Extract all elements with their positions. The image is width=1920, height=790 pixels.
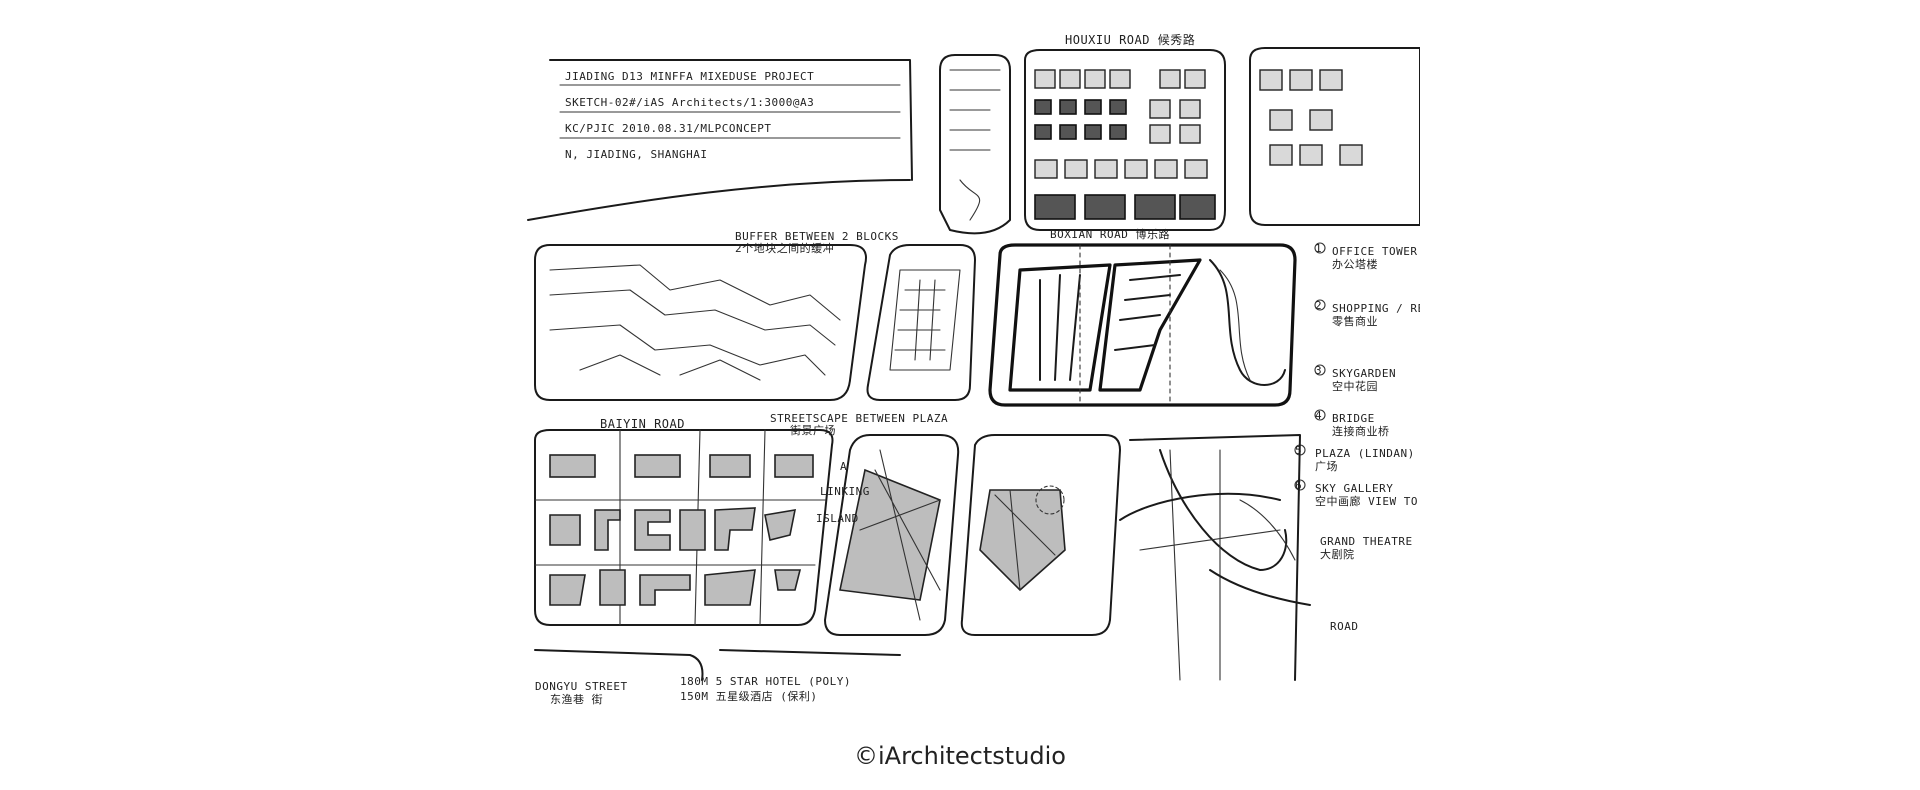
legend-num-5: 5 <box>1295 444 1302 457</box>
legend-num-2: 2 <box>1315 299 1322 312</box>
header-line-1: JIADING D13 MINFFA MIXEDUSE PROJECT <box>565 70 814 83</box>
legend-label-cn-2: 零售商业 <box>1332 314 1378 328</box>
legend-label-cn-7: 大剧院 <box>1320 547 1355 561</box>
legend-num-4: 4 <box>1315 409 1322 422</box>
legend-label-1: OFFICE TOWER <box>1332 245 1417 258</box>
bottom-right-area <box>1119 434 1311 681</box>
middle-left-block: BUFFER BETWEEN 2 BLOCKS 2个地块之间的缓冲 <box>534 230 899 401</box>
top-housing-grid <box>1034 69 1216 220</box>
legend-num-3: 3 <box>1315 364 1322 377</box>
buffer-label-cn: 2个地块之间的缓冲 <box>735 241 834 255</box>
buffer-label: BUFFER BETWEEN 2 BLOCKS <box>735 230 899 243</box>
side-note-a: A <box>840 460 847 473</box>
legend-label-6: SKY GALLERY <box>1315 482 1393 495</box>
legend-label-cn-3: 空中花园 <box>1332 379 1378 393</box>
legend-label-2: SHOPPING / RETAIL <box>1332 302 1420 315</box>
streetscape-label: STREETSCAPE BETWEEN PLAZA <box>770 412 948 425</box>
bottom-annotations: DONGYU STREET 东渔巷 街 180M 5 STAR HOTEL (P… <box>535 675 851 706</box>
bottom-street-label-cn: 东渔巷 街 <box>550 692 603 706</box>
legend-label-cn-6: 空中画廊 VIEW TO <box>1315 494 1418 508</box>
legend-label-4: BRIDGE <box>1332 412 1375 425</box>
legend-label-5: PLAZA (LINDAN) <box>1315 447 1415 460</box>
legend-label-7: GRAND THEATRE <box>1320 535 1413 548</box>
legend-label-8: ROAD <box>1330 620 1359 633</box>
legend-label-cn-5: 广场 <box>1315 459 1338 473</box>
header-line-3: KC/PJIC 2010.08.31/MLPCONCEPT <box>565 122 772 135</box>
middle-center-block <box>866 244 976 401</box>
image-credit: ©iArchitectstudio <box>854 742 1066 770</box>
hotel-label-cn: 150M 五星级酒店 (保利) <box>680 689 817 703</box>
streetscape-label-cn: 街景广场 <box>790 423 836 437</box>
legend: 1 OFFICE TOWER 办公塔楼 2 SHOPPING / RETAIL … <box>1294 242 1420 633</box>
side-note-linking: LINKING <box>820 485 870 498</box>
bottom-left-block: BAIYIN ROAD <box>534 417 901 681</box>
legend-label-cn-1: 办公塔楼 <box>1332 257 1378 271</box>
legend-label-3: SKYGARDEN <box>1332 367 1396 380</box>
title-block: JIADING D13 MINFFA MIXEDUSE PROJECT SKET… <box>527 59 913 221</box>
left-road-label: BAIYIN ROAD <box>600 417 685 431</box>
legend-label-cn-4: 连接商业桥 <box>1332 424 1390 438</box>
site-plan-sketch: JIADING D13 MINFFA MIXEDUSE PROJECT SKET… <box>520 30 1420 720</box>
header-line-2: SKETCH-02#/iAS Architects/1:3000@A3 <box>565 96 814 109</box>
hotel-label: 180M 5 STAR HOTEL (POLY) <box>680 675 851 688</box>
side-note-island: ISLAND <box>816 512 859 525</box>
top-road-label: HOUXIU ROAD 候秀路 <box>1065 32 1195 47</box>
bottom-street-label: DONGYU STREET <box>535 680 628 693</box>
middle-road-label: BOXIAN ROAD 博乐路 <box>1050 228 1170 241</box>
bottom-center-blocks: STREETSCAPE BETWEEN PLAZA 街景广场 A LINKING… <box>770 412 1121 636</box>
header-line-4: N, JIADING, SHANGHAI <box>565 148 707 161</box>
top-blocks: HOUXIU ROAD 候秀路 <box>939 32 1420 235</box>
middle-main-block: BOXIAN ROAD 博乐路 <box>988 228 1297 407</box>
legend-num-1: 1 <box>1315 242 1322 255</box>
sketch-drawing: JIADING D13 MINFFA MIXEDUSE PROJECT SKET… <box>527 32 1420 706</box>
